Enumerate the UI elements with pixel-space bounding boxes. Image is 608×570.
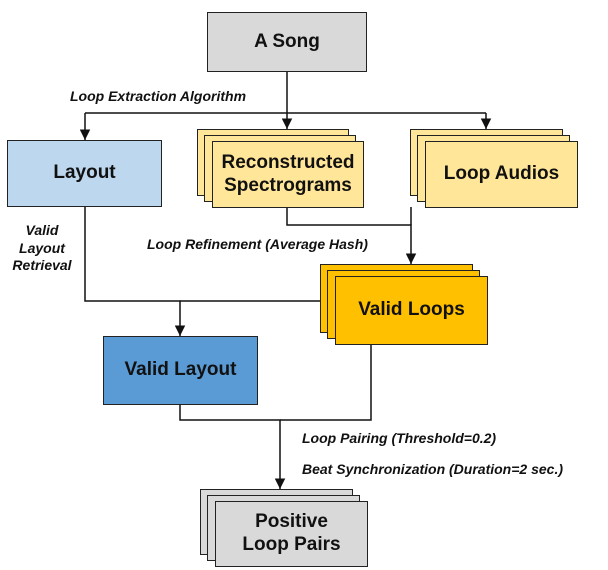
node-valid-loops: Valid Loops [335, 276, 488, 345]
node-loop-audios-label: Loop Audios [443, 163, 560, 185]
edge-label-retrieval-line3: Retrieval [12, 257, 72, 273]
node-spectrograms-line1: Reconstructed [221, 151, 355, 173]
edge-spectrograms-refine [286, 207, 417, 264]
edge-label-retrieval: Valid Layout Retrieval [2, 222, 82, 275]
edge-label-retrieval-line2: Layout [19, 239, 65, 256]
node-valid-layout: Valid Layout [103, 336, 258, 405]
node-valid-loops-label: Valid Loops [358, 299, 465, 321]
node-layout: Layout [7, 140, 162, 207]
edge-label-sync: Beat Synchronization (Duration=2 sec.) [302, 461, 563, 477]
edge-layout-pairing [179, 405, 286, 489]
node-loop-audios: Loop Audios [425, 141, 578, 208]
node-positive-line2: Loop Pairs [242, 534, 341, 555]
edge-label-refinement: Loop Refinement (Average Hash) [147, 236, 368, 252]
edge-label-extraction: Loop Extraction Algorithm [70, 88, 247, 104]
edge-loops-pairing [280, 344, 372, 421]
edge-label-retrieval-line1: Valid [25, 222, 59, 238]
node-valid-layout-label: Valid Layout [124, 359, 237, 381]
node-song: A Song [207, 12, 367, 72]
node-layout-label: Layout [53, 162, 116, 184]
node-positive-pairs: Positive Loop Pairs [215, 501, 368, 567]
edge-label-pairing: Loop Pairing (Threshold=0.2) [302, 430, 497, 446]
node-song-label: A Song [254, 30, 320, 52]
node-positive-line1: Positive [255, 511, 328, 533]
node-spectrograms-line2: Spectrograms [224, 174, 352, 196]
edge-layout-retrieval [84, 207, 186, 336]
node-spectrograms: Reconstructed Spectrograms [212, 141, 364, 208]
